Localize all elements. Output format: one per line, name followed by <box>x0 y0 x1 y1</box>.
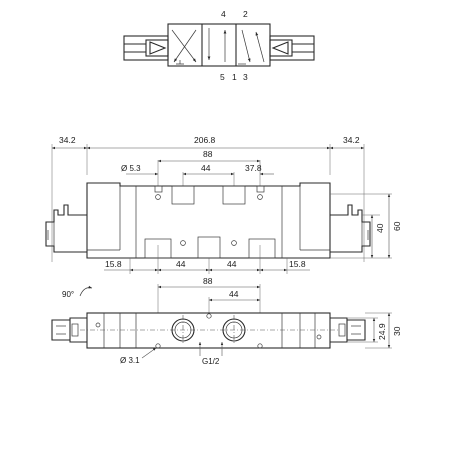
dim-port-spacing-half: 44 <box>201 163 211 173</box>
port-label-5: 5 <box>220 72 225 82</box>
dim-bottom-spacing-1: 44 <box>176 259 186 269</box>
left-coil-front <box>45 204 87 253</box>
right-coil-front <box>330 204 371 253</box>
valve-body-bottom <box>86 312 331 349</box>
port-label-1: 1 <box>232 72 237 82</box>
dim-right-coil: 34.2 <box>343 135 360 145</box>
left-coil-bottom <box>51 317 87 343</box>
dim-bottom-height-inner: 24.9 <box>377 323 387 340</box>
rotation-label: 90° <box>62 290 74 299</box>
rotation-arrow-icon <box>79 285 93 297</box>
dim-hole-spacing-half: 44 <box>229 289 239 299</box>
valve-body-front <box>86 182 331 259</box>
dim-bottom-left-offset: 15.8 <box>105 259 122 269</box>
left-solenoid-symbol <box>123 35 169 61</box>
dim-left-coil: 34.2 <box>59 135 76 145</box>
dim-thread: G1/2 <box>202 357 220 366</box>
valve-symbol: 4 2 5 1 3 <box>123 9 315 82</box>
dim-port-offset: 37.8 <box>245 163 262 173</box>
port-label-4: 4 <box>221 9 226 19</box>
dim-mount-hole: Ø 3.1 <box>120 356 140 365</box>
dim-port-spacing-total: 88 <box>203 149 213 159</box>
front-view: 34.2 206.8 34.2 88 44 Ø 5.3 37.8 <box>45 135 402 274</box>
dim-overall-width: 206.8 <box>194 135 216 145</box>
dim-height-inner: 40 <box>375 223 385 233</box>
dim-hole-diameter: Ø 5.3 <box>121 164 141 173</box>
dim-bottom-right-offset: 15.8 <box>289 259 306 269</box>
dim-height-total: 60 <box>392 221 402 231</box>
dim-hole-spacing-total: 88 <box>203 276 213 286</box>
port-label-3: 3 <box>243 72 248 82</box>
port-label-2: 2 <box>243 9 248 19</box>
right-coil-bottom <box>330 317 366 343</box>
dim-bottom-height-total: 30 <box>392 326 402 336</box>
bottom-view: 88 44 90° <box>51 276 402 366</box>
dim-bottom-spacing-2: 44 <box>227 259 237 269</box>
valve-cells <box>167 23 271 67</box>
right-solenoid-symbol <box>269 35 315 61</box>
